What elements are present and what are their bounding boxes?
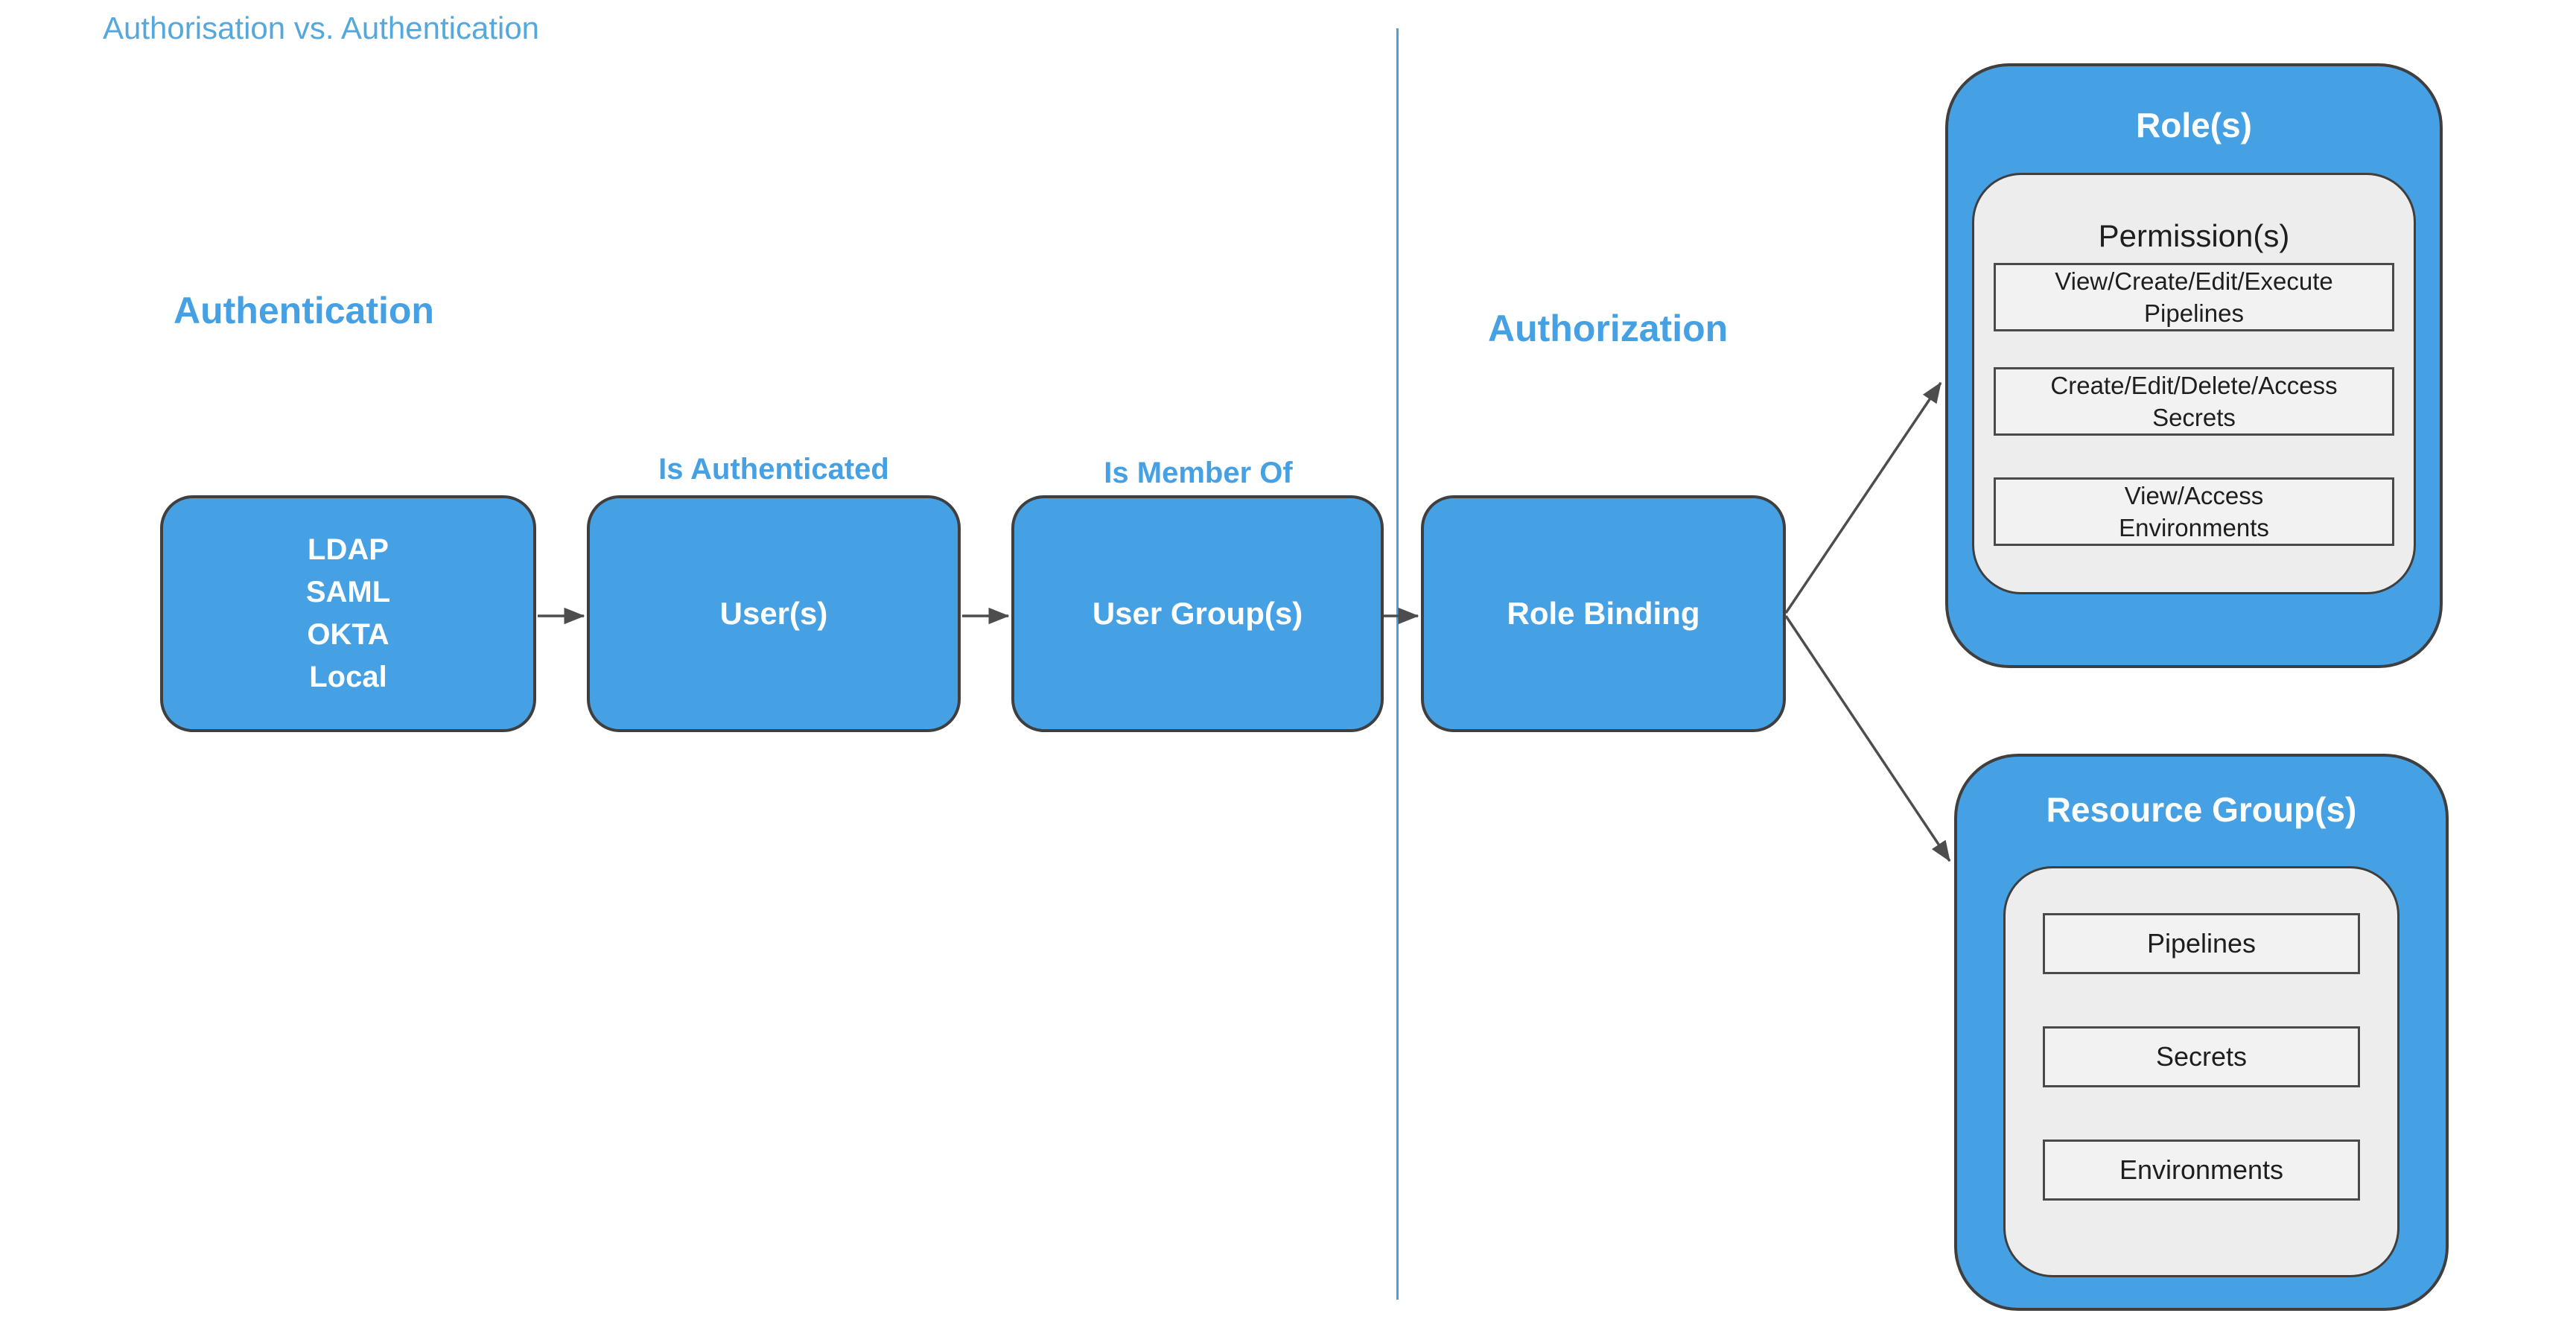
node-user-groups: User Group(s): [1011, 495, 1384, 732]
page-title: Authorisation vs. Authentication: [103, 10, 540, 45]
permission-item-line: View/Create/Edit/Execute: [2055, 267, 2333, 295]
node-users-label: User(s): [719, 596, 828, 631]
node-role-binding: Role Binding: [1421, 495, 1786, 732]
permissions-title: Permission(s): [2098, 218, 2290, 253]
identity-provider-ldap: LDAP: [308, 533, 389, 566]
identity-provider-local: Local: [309, 661, 387, 693]
permission-item-secrets: Create/Edit/Delete/Access Secrets: [1994, 367, 2394, 436]
node-user-groups-label: User Group(s): [1092, 596, 1303, 631]
permission-item-environments: View/Access Environments: [1994, 477, 2394, 546]
identity-provider-saml: SAML: [305, 576, 391, 608]
container-roles: Role(s) Permission(s) View/Create/Edit/E…: [1945, 63, 2443, 668]
authentication-section-label: Authentication: [174, 290, 434, 331]
permission-item-line: View/Access: [2124, 482, 2264, 509]
resource-item-secrets: Secrets: [2043, 1026, 2360, 1087]
arrow-binding-to-resource-groups: [1784, 615, 1951, 862]
node-users: User(s): [587, 495, 961, 732]
permission-item-line: Secrets: [2152, 404, 2236, 431]
roles-title: Role(s): [2136, 106, 2252, 144]
node-identity-providers: LDAP SAML OKTA Local: [160, 495, 536, 732]
resource-item-pipelines: Pipelines: [2043, 913, 2360, 974]
permission-item-line: Pipelines: [2144, 299, 2244, 327]
arrow-binding-to-roles: [1784, 381, 1942, 614]
resources-panel: Pipelines Secrets Environments: [2003, 866, 2400, 1277]
node-role-binding-label: Role Binding: [1507, 596, 1700, 631]
edge-label-is-member-of: Is Member Of: [1104, 457, 1293, 489]
permission-item-line: Create/Edit/Delete/Access: [2050, 372, 2338, 399]
permissions-panel: Permission(s) View/Create/Edit/Execute P…: [1972, 173, 2416, 594]
authorization-section-label: Authorization: [1488, 308, 1729, 349]
section-divider-line: [1396, 28, 1399, 1300]
permission-item-line: Environments: [2119, 514, 2269, 541]
permission-item-pipelines: View/Create/Edit/Execute Pipelines: [1994, 263, 2394, 331]
identity-provider-okta: OKTA: [307, 618, 389, 651]
edge-label-is-authenticated: Is Authenticated: [658, 453, 889, 486]
container-resource-groups: Resource Group(s) Pipelines Secrets Envi…: [1954, 754, 2449, 1311]
resource-item-environments: Environments: [2043, 1140, 2360, 1201]
resource-groups-title: Resource Group(s): [2046, 790, 2357, 829]
